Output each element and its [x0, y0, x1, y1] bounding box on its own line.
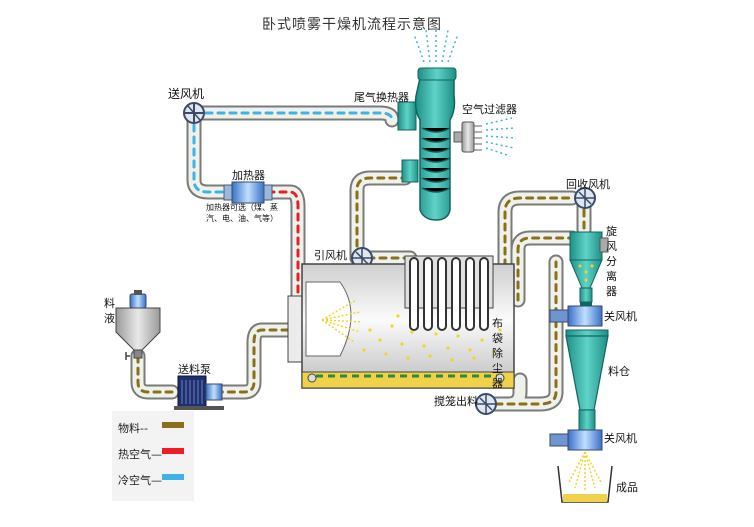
bag-filter-label: 布袋除尘器: [492, 317, 503, 390]
cyclone-label: 旋风分离器: [606, 225, 617, 298]
air-lock-2-icon: [549, 429, 603, 451]
legend-swatch-material: [162, 422, 184, 428]
legend-item-hot-air: 热空气—: [118, 448, 162, 461]
air-lock-1-icon: [549, 302, 603, 327]
bag-filter-bags: [404, 255, 494, 331]
air-filter-label: 空气过滤器: [462, 103, 517, 116]
induced-fan-label: 引风机: [314, 249, 347, 262]
product-bin-icon: [557, 451, 613, 503]
legend-swatch-hot-air: [162, 448, 184, 454]
heater-icon: [223, 181, 273, 204]
legend-item-material: 物料--: [118, 422, 148, 435]
recovery-fan-icon: [574, 187, 596, 209]
feed-liquid-label: 料液: [104, 297, 115, 325]
discharge-fan-icon: [475, 393, 497, 415]
feed-pump-label: 送料泵: [178, 363, 211, 376]
tail-heat-exchanger-icon: [397, 28, 459, 221]
blower-icon: [183, 102, 205, 124]
silo-label: 料仓: [608, 365, 630, 378]
legend-item-cold-air: 冷空气—: [118, 474, 162, 487]
heater-note: 加热器可选（煤、蒸汽、电、油、气等）: [206, 203, 278, 223]
silo-icon: [565, 329, 609, 431]
cyclone-icon: [569, 231, 609, 303]
drying-chamber: [287, 255, 515, 389]
page-title: 卧式喷雾干燥机流程示意图: [262, 17, 442, 33]
legend-swatch-cold-air: [162, 474, 184, 480]
blower-label: 送风机: [168, 87, 205, 101]
air-lock-2-label: 关风机: [604, 432, 637, 445]
feed-tank-icon: [115, 290, 161, 360]
feed-pump-icon: [174, 375, 224, 410]
heater-label: 加热器: [232, 169, 265, 182]
air-lock-1-label: 关风机: [604, 310, 637, 323]
tail-heat-exchanger-label: 尾气换热器: [354, 91, 409, 104]
recovery-fan-label: 回收风机: [566, 178, 610, 191]
air-filter-icon: [453, 117, 517, 157]
agitator-discharge-label: 搅笼出料: [434, 395, 478, 408]
powder-dots: [362, 314, 502, 362]
product-label: 成品: [616, 481, 638, 494]
